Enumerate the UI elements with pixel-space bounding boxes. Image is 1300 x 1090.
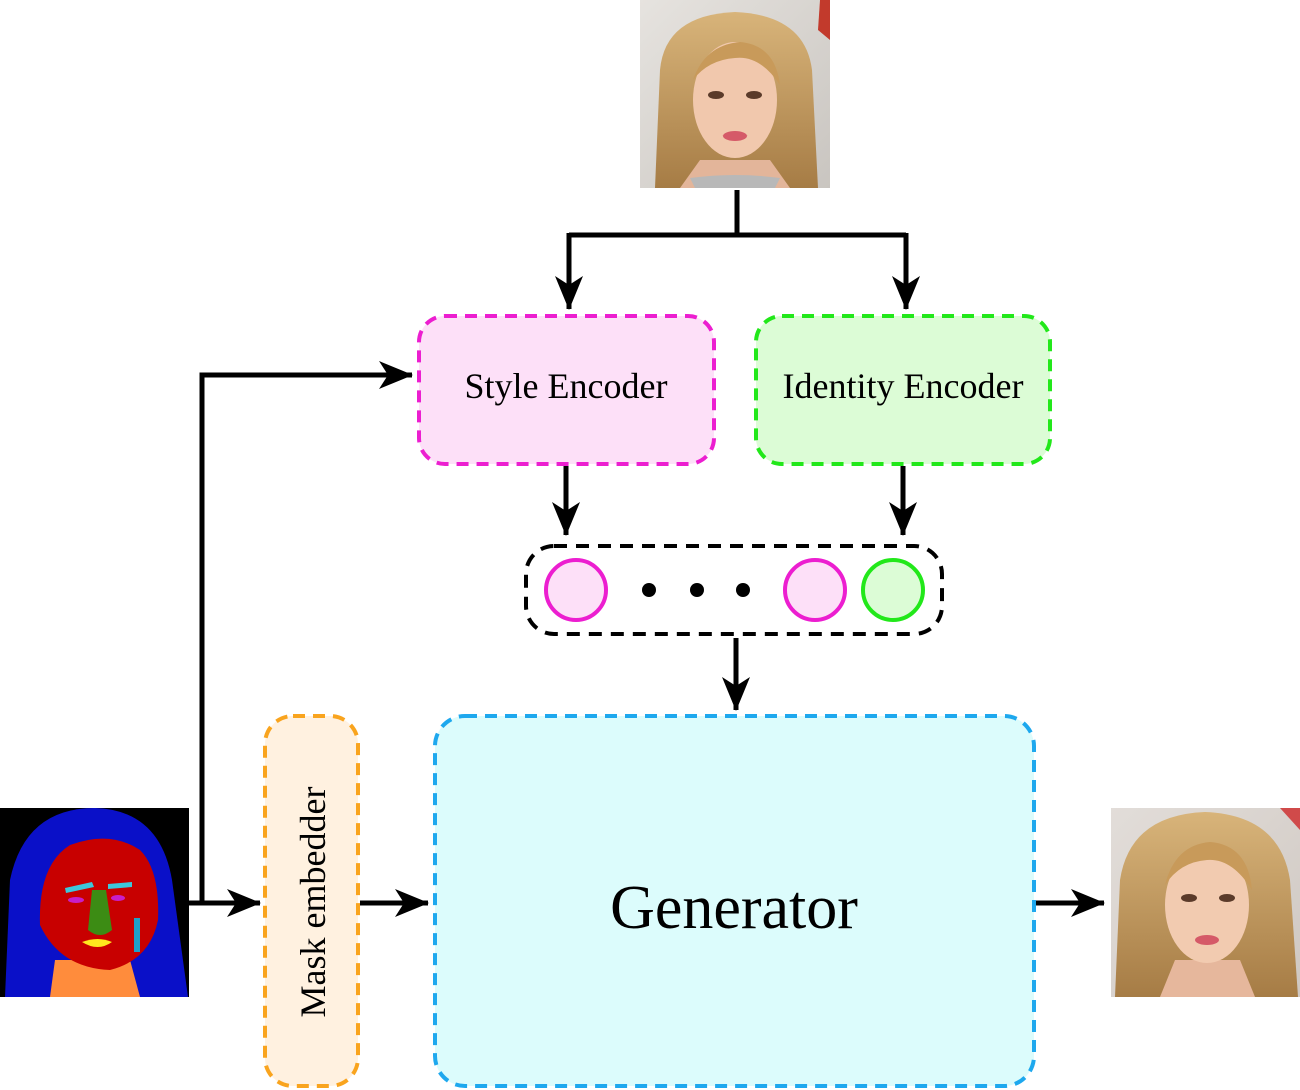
ellipsis-dot xyxy=(736,583,750,597)
style-code-circle xyxy=(783,558,847,622)
encoder-output-arrows xyxy=(552,466,917,536)
style-encoder-box: Style Encoder xyxy=(417,314,716,466)
reference-face-image xyxy=(640,0,830,188)
identity-encoder-box: Identity Encoder xyxy=(754,314,1052,466)
reference-to-encoders-arrows xyxy=(555,190,920,310)
identity-code-circle xyxy=(861,558,925,622)
mask-to-style-encoder-arrow xyxy=(199,361,413,903)
mask-embedder-box: Mask embedder xyxy=(263,714,360,1088)
generator-label: Generator xyxy=(610,874,858,942)
mask-embedder-label: Mask embedder xyxy=(293,787,333,1018)
segmentation-mask-image xyxy=(0,808,189,997)
latent-code-group xyxy=(524,544,944,636)
style-code-circle xyxy=(544,558,608,622)
ellipsis-dot xyxy=(642,583,656,597)
output-face-image xyxy=(1111,808,1300,997)
generator-box: Generator xyxy=(433,714,1036,1088)
style-encoder-label: Style Encoder xyxy=(465,366,668,406)
ellipsis-dot xyxy=(690,583,704,597)
identity-encoder-label: Identity Encoder xyxy=(783,366,1024,406)
